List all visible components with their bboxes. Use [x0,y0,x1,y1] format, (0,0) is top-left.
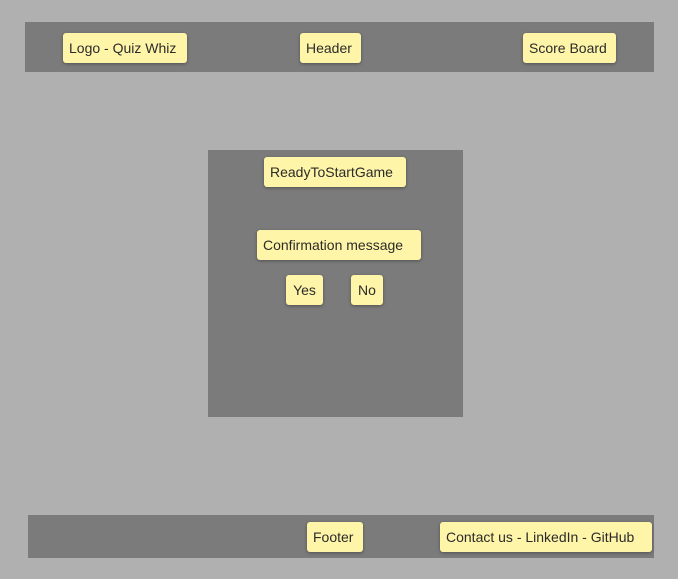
footer-label: Footer [307,522,363,552]
ready-to-start-game-panel: ReadyToStartGame Confirmation message Ye… [208,150,463,417]
top-bar: Logo - Quiz Whiz Header Score Board [25,22,654,72]
contact-links[interactable]: Contact us - LinkedIn - GitHub [440,522,652,552]
confirmation-message: Confirmation message [257,230,421,260]
score-board-button[interactable]: Score Board [523,33,616,63]
no-button[interactable]: No [351,275,383,305]
footer-bar: Footer Contact us - LinkedIn - GitHub [28,515,654,558]
yes-button[interactable]: Yes [286,275,323,305]
panel-title: ReadyToStartGame [264,157,406,187]
logo[interactable]: Logo - Quiz Whiz [63,33,187,63]
header-label: Header [300,33,361,63]
